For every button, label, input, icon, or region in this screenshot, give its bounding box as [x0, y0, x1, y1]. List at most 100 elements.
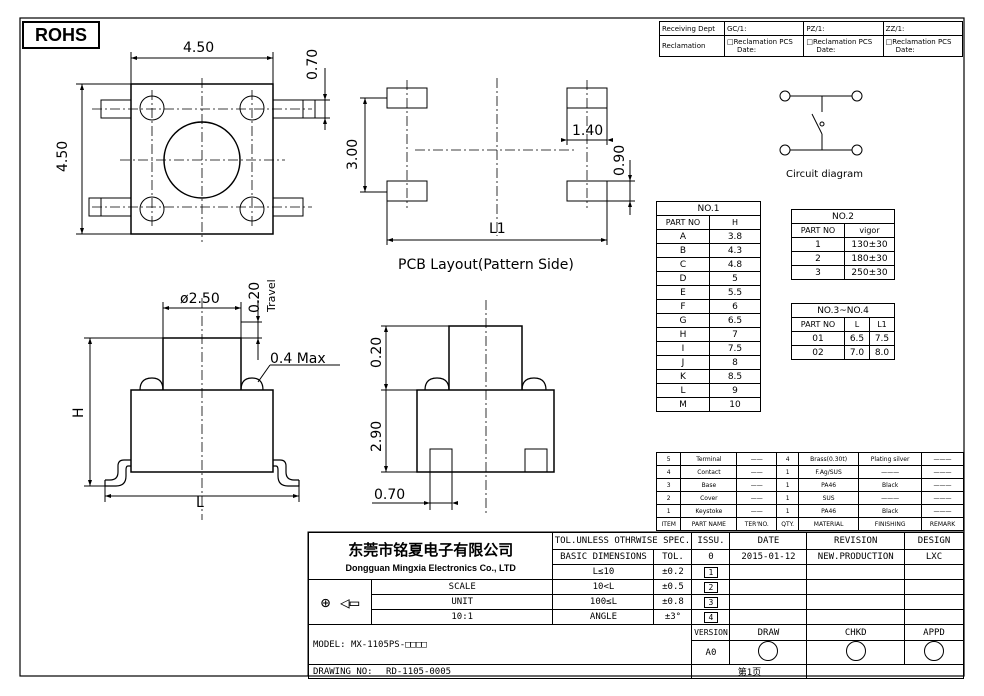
- gc-label: GC/1:: [723, 21, 805, 36]
- bom-cell: Keystoke: [680, 504, 738, 518]
- stamp-icon: [845, 641, 866, 661]
- table-no1-cell: B: [656, 243, 710, 258]
- reclamation-pcs: □Reclamation PCS: [885, 38, 952, 46]
- table-no1-cell: 6.5: [709, 313, 761, 328]
- tol-row-val: ±3°: [653, 609, 693, 625]
- revision-triangle: 3: [691, 594, 731, 610]
- bom-header: QTY.: [776, 517, 800, 531]
- bom-cell: 1: [776, 504, 800, 518]
- dimension-arrow: [363, 186, 367, 192]
- pz-label: PZ/1:: [803, 21, 884, 36]
- table-no1-cell: M: [656, 397, 710, 412]
- dim-pcb-width: 1.40: [572, 123, 604, 139]
- dim-travel: 0.20: [247, 281, 263, 313]
- table-no34-cell: 02: [791, 345, 845, 360]
- table-no1-cell: G: [656, 313, 710, 328]
- dimension-arrow: [607, 138, 613, 142]
- stamp-icon: [758, 641, 779, 661]
- date-value: 2015-01-12: [729, 549, 808, 565]
- bom-header: REMARK: [921, 517, 964, 531]
- bom-cell: ——: [736, 452, 778, 466]
- bom-cell: Base: [680, 478, 738, 492]
- table-no1-cell: 3.8: [709, 229, 761, 244]
- dim-side-290: 2.90: [369, 420, 385, 452]
- table-no1-cell: H: [656, 327, 710, 342]
- table-no1-cell: 5: [709, 271, 761, 286]
- version-value: A0: [691, 640, 731, 665]
- bom-cell: ———: [921, 465, 964, 479]
- reclamation-date: Date:: [737, 46, 757, 54]
- revision-header: REVISION: [806, 532, 905, 550]
- issu-value: 0: [691, 549, 731, 565]
- company-en: Dongguan Mingxia Electronics Co., LTD: [345, 563, 516, 573]
- table-no1-cell: 4.8: [709, 257, 761, 272]
- dimension-arrow: [601, 238, 607, 242]
- table-no1-cell: 8.5: [709, 369, 761, 384]
- travel-label: Travel: [265, 279, 278, 312]
- bom-cell: ——: [736, 491, 778, 505]
- reclamation-date: Date:: [895, 46, 915, 54]
- bom-header: MATERIAL: [798, 517, 860, 531]
- table-no1-header: PART NO: [656, 215, 710, 230]
- dimension-arrow: [256, 338, 260, 344]
- dimension-arrow: [88, 338, 92, 344]
- company-cn: 东莞市铭夏电子有限公司: [348, 541, 514, 559]
- reclamation-pcs: □Reclamation PCS: [806, 38, 873, 46]
- bom-cell: 1: [776, 491, 800, 505]
- bom-cell: ———: [858, 491, 923, 505]
- dim-l1: L1: [489, 221, 506, 237]
- dimension-arrow: [80, 228, 84, 234]
- table-no1-cell: 4.3: [709, 243, 761, 258]
- table-no1-cell: J: [656, 355, 710, 370]
- dimension-arrow: [163, 306, 169, 310]
- receiving-dept-label: Receiving Dept: [659, 21, 725, 36]
- front-view: [84, 298, 340, 520]
- bom-cell: ——: [736, 465, 778, 479]
- dimension-arrow: [88, 480, 92, 486]
- table-no1-cell: 9: [709, 383, 761, 398]
- dim-side-020: 0.20: [369, 336, 385, 368]
- tol-row-val: ±0.8: [653, 594, 693, 610]
- dimension-arrow: [80, 84, 84, 90]
- model-label: MODEL:: [313, 639, 346, 650]
- dimension-arrow: [131, 56, 137, 60]
- drawing-no-cell: DRAWING NO: RD-1105-0005: [307, 664, 693, 679]
- revision-value: NEW.PRODUCTION: [806, 549, 905, 565]
- dim-width: 4.50: [183, 40, 215, 56]
- table-no1-cell: C: [656, 257, 710, 272]
- company-cell: 东莞市铭夏电子有限公司 Dongguan Mingxia Electronics…: [307, 532, 554, 580]
- design-header: DESIGN: [904, 532, 964, 550]
- revision-triangle: 2: [691, 579, 731, 595]
- reclamation-pcs: □Reclamation PCS: [727, 38, 793, 46]
- tol-header: TOL.UNLESS OTHRWISE SPEC.: [552, 532, 693, 550]
- chkd-label: CHKD: [806, 624, 905, 641]
- bom-cell: 2: [655, 491, 682, 505]
- bom-cell: ———: [858, 465, 923, 479]
- table-no34-cell: 7.0: [844, 345, 870, 360]
- bom-cell: ——: [736, 504, 778, 518]
- dim-h: H: [71, 407, 87, 418]
- dimension-arrow: [561, 138, 567, 142]
- bom-cell: SUS: [798, 491, 860, 505]
- tol-row-val: ±0.2: [653, 564, 693, 580]
- table-no2-header: PART NO: [791, 223, 845, 238]
- reclamation-label: Reclamation: [659, 35, 725, 57]
- table-no1-cell: L: [656, 383, 710, 398]
- tol-row-dim: 100≤L: [552, 594, 655, 610]
- table-no34-title: NO.3~NO.4: [791, 303, 895, 318]
